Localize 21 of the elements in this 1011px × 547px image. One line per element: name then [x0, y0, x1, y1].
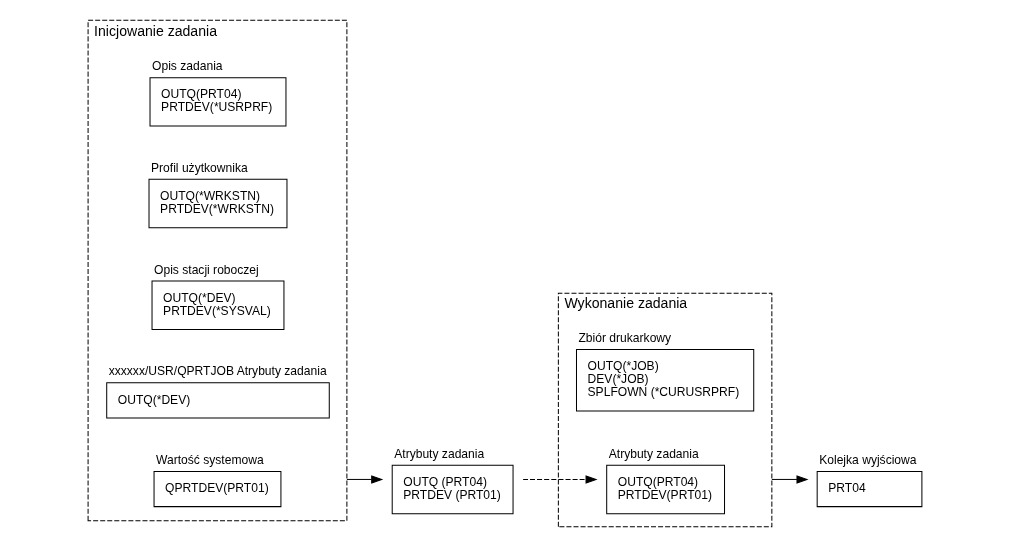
node-label: Profil użytkownika [150, 160, 248, 175]
node-label: xxxxxx/USR/QPRTJOB Atrybuty zadania [108, 364, 327, 379]
arrow [345, 475, 383, 484]
node-label: Opis zadania [151, 59, 223, 74]
node-box: OUTQ(PRT04) PRTDEV(PRT01) [605, 464, 725, 515]
node-label: Atrybuty zadania [393, 446, 484, 461]
node-label: Opis stacji roboczej [153, 262, 259, 277]
node-box: OUTQ(*DEV) PRTDEV(*SYSVAL) [151, 280, 284, 330]
node-label: Kolejka wyjściowa [818, 452, 917, 467]
arrow [770, 475, 809, 484]
node-box: OUTQ (PRT04) PRTDEV (PRT01) [391, 464, 514, 515]
arrow [522, 475, 598, 484]
node-label: Zbiór drukarkowy [578, 331, 671, 346]
node-box: OUTQ(PRT04) PRTDEV(*USRPRF) [149, 77, 286, 127]
node-box: OUTQ(*JOB) DEV(*JOB) SPLFOWN (*CURUSRPRF) [575, 349, 754, 412]
node-box: PRT04 [816, 470, 922, 508]
node-label: Atrybuty zadania [608, 446, 699, 461]
node-label: Wartość systemowa [155, 452, 264, 467]
node-box: OUTQ(*WRKSTN) PRTDEV(*WRKSTN) [148, 178, 287, 229]
node-box: QPRTDEV(PRT01) [153, 470, 281, 508]
node-box: OUTQ(*DEV) [105, 382, 330, 419]
